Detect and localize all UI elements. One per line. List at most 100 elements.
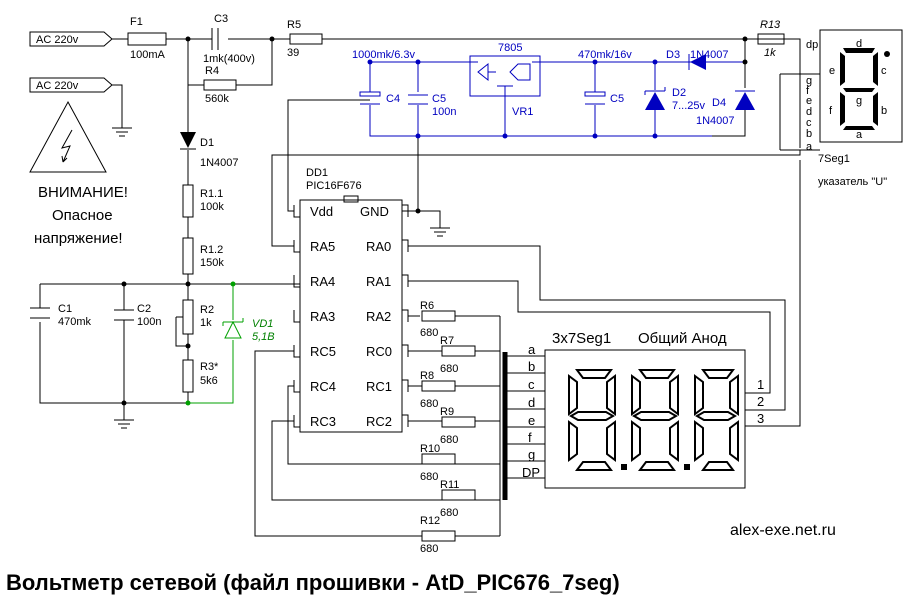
r11-value: 680 (440, 507, 458, 519)
r10-ref: R10 (420, 443, 440, 455)
pin-ra3: RA3 (310, 309, 335, 324)
r5-ref: R5 (287, 19, 301, 31)
vd1-value: 5,1B (252, 331, 275, 343)
seg7-label-b: b (881, 105, 887, 117)
c5b-ref: C5 (610, 93, 624, 105)
r4-ref: R4 (205, 65, 219, 77)
c3-value: 1mk(400v) (203, 53, 255, 65)
r4-value: 560k (205, 93, 229, 105)
r7-value: 680 (440, 363, 458, 375)
diode-d1 (180, 132, 196, 148)
mcu-dd1 (299, 199, 403, 433)
seg7-label-c: c (881, 65, 887, 77)
r8-ref: R8 (420, 370, 434, 382)
d3-ref: D3 (666, 49, 680, 61)
pin-vdd: Vdd (310, 204, 333, 219)
seg7-pin-a: a (806, 141, 813, 153)
c4-ref: C4 (386, 93, 400, 105)
c5a-value: 100n (432, 106, 456, 118)
d4-ref: D4 (712, 97, 726, 109)
r1-2-value: 150k (200, 257, 224, 269)
r3-value: 5k6 (200, 375, 218, 387)
pin-ra5: RA5 (310, 239, 335, 254)
r8-value: 680 (420, 398, 438, 410)
bus-labels: a b c d e f g DP (522, 342, 540, 480)
r9-value: 680 (440, 434, 458, 446)
mcu-type: PIC16F676 (306, 180, 362, 192)
diode-d3 (690, 54, 706, 70)
resistor-r5 (289, 33, 323, 45)
r12-ref: R12 (420, 515, 440, 527)
pin-ra0: RA0 (366, 239, 391, 254)
bus-d: d (528, 395, 535, 410)
common-3: 3 (757, 411, 764, 426)
pin-ra2: RA2 (366, 309, 391, 324)
c3-ref: C3 (214, 13, 228, 25)
r2-value: 1k (200, 317, 212, 329)
pin-rc0: RC0 (366, 344, 392, 359)
pin-rc3: RC3 (310, 414, 336, 429)
common-1: 1 (757, 377, 764, 392)
c1-ref: C1 (58, 303, 72, 315)
display-3x7seg (544, 349, 746, 489)
pin-gnd: GND (360, 204, 389, 219)
seg7-label-d: d (856, 38, 862, 50)
c2-ref: C2 (137, 303, 151, 315)
pin-rc1: RC1 (366, 379, 392, 394)
pin-rc4: RC4 (310, 379, 336, 394)
bus-dp: DP (522, 465, 540, 480)
ac-input-2-label: AC 220v (36, 80, 79, 92)
seg7-pin-f: f (806, 85, 810, 97)
seg7-ref: 7Seg1 (818, 153, 850, 165)
seg7-label-e: e (829, 65, 835, 77)
pin-rc2: RC2 (366, 414, 392, 429)
r1-2-ref: R1.2 (200, 244, 223, 256)
display-ref: 3x7Seg1 (552, 330, 611, 347)
r2-ref: R2 (200, 304, 214, 316)
capacitor-c5b (584, 91, 606, 97)
r10-value: 680 (420, 471, 438, 483)
r1-1-ref: R1.1 (200, 188, 223, 200)
seg7-pin-e: e (806, 95, 812, 107)
bus-f: f (528, 430, 532, 445)
zener-d2 (645, 92, 665, 110)
seg7-pin-d: d (806, 106, 812, 118)
seg7-pin-c: c (806, 117, 812, 129)
fuse-f1 (127, 32, 167, 46)
c1-value: 470mk (58, 316, 92, 328)
ac-input-2: AC 220v (29, 77, 113, 93)
bus-g: g (528, 447, 535, 462)
r1-1-value: 100k (200, 201, 224, 213)
r5-value: 39 (287, 47, 299, 59)
seg7-pin-dp: dp (806, 39, 818, 51)
r6-value: 680 (420, 327, 438, 339)
bus-a: a (528, 342, 536, 357)
pin-ra1: RA1 (366, 274, 391, 289)
site-credit: alex-exe.net.ru (730, 522, 836, 539)
seg7-indicator-glyph (840, 48, 878, 130)
d2-value: 7...25v (672, 100, 706, 112)
resistor-r1-2 (182, 237, 194, 275)
resistor-r2 (182, 299, 194, 335)
vr1-ref: VR1 (512, 106, 533, 118)
warning-line2: Опасное (52, 207, 113, 224)
vd1-ref: VD1 (252, 318, 273, 330)
seg7-caption: указатель "U" (818, 176, 887, 188)
resistor-r3 (182, 359, 194, 393)
bus-e: e (528, 413, 535, 428)
d2-ref: D2 (672, 87, 686, 99)
c2-value: 100n (137, 316, 161, 328)
seg7-label-a: a (856, 129, 863, 141)
seg7-indicator: dp g f e d c b a d e c g f b a (779, 29, 903, 153)
seg7-label-f: f (829, 105, 833, 117)
pin-ra4: RA4 (310, 274, 335, 289)
page-title: Вольтметр сетевой (файл прошивки - AtD_P… (6, 570, 620, 595)
seg7-label-g: g (856, 95, 862, 107)
r12-value: 680 (420, 543, 438, 555)
r11-ref: R11 (440, 479, 459, 491)
r13-value: 1k (764, 47, 776, 59)
c5a-ref: C5 (432, 93, 446, 105)
pin-rc5: RC5 (310, 344, 336, 359)
warning-icon (29, 100, 107, 173)
